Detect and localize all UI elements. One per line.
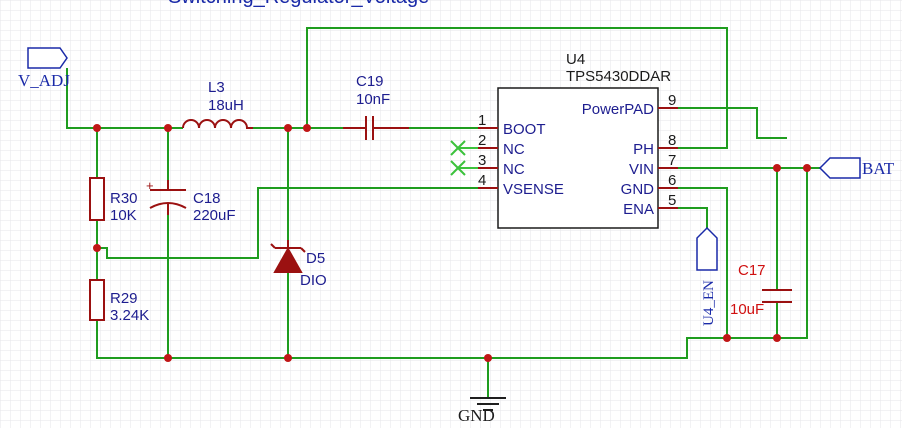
l3-value: 18uH (208, 97, 244, 114)
net-flag-v-adj[interactable]: V_ADJ (18, 47, 70, 90)
junction (723, 334, 731, 342)
net-flag-icon (696, 226, 718, 271)
wire-powerpad (678, 107, 787, 139)
net-label-v-adj: V_ADJ (18, 71, 70, 90)
pin-name: PH (633, 141, 654, 158)
capacitor-c17[interactable]: C17 10uF (730, 262, 792, 318)
pin-name: NC (503, 141, 525, 158)
diode-d5[interactable]: D5 DIO (270, 240, 327, 289)
pin-name: PowerPAD (582, 101, 654, 118)
junction (773, 334, 781, 342)
ic-value: TPS5430DDAR (566, 68, 671, 85)
c19-ref: C19 (356, 73, 384, 90)
net-flag-icon (818, 157, 861, 179)
wire-vsense (97, 187, 478, 259)
wire-boot-ph (306, 27, 728, 149)
pin-number: 8 (668, 132, 676, 149)
ic-body (497, 87, 659, 229)
pin-number: 9 (668, 92, 676, 109)
net-label-bat: BAT (862, 159, 895, 178)
diode-triangle-icon (273, 246, 303, 273)
resistor-body (89, 177, 105, 221)
junction (484, 354, 492, 362)
junction (93, 124, 101, 132)
resistor-body (89, 279, 105, 321)
d5-ref: D5 (306, 250, 325, 267)
pin-name: NC (503, 161, 525, 178)
r29-ref: R29 (110, 290, 138, 307)
pin-name: VSENSE (503, 181, 564, 198)
resistor-r30[interactable]: R30 10K (89, 177, 138, 224)
junction (303, 124, 311, 132)
capacitor-c19[interactable]: C19 10nF (343, 73, 409, 140)
net-flag-u4-en[interactable]: U4_EN (696, 226, 718, 326)
d5-value: DIO (300, 272, 327, 289)
net-flag-bat[interactable]: BAT (818, 157, 895, 179)
capacitor-c18[interactable]: + C18 220uF (146, 178, 236, 224)
pin-number: 2 (478, 132, 486, 149)
pin-number: 5 (668, 192, 676, 209)
junctions (93, 124, 811, 362)
inductor-l3[interactable]: L3 18uH (182, 79, 253, 129)
r29-value: 3.24K (110, 307, 149, 324)
pin-number: 3 (478, 152, 486, 169)
ic-u4[interactable]: U4 TPS5430DDAR 1 2 3 4 BOOT NC NC VSENSE… (450, 51, 678, 229)
junction (164, 354, 172, 362)
r30-ref: R30 (110, 190, 138, 207)
pin-number: 7 (668, 152, 676, 169)
net-flag-icon (27, 47, 68, 69)
r30-value: 10K (110, 207, 137, 224)
pin-number: 4 (478, 172, 486, 189)
polarity-plus-icon: + (146, 178, 154, 193)
ic-ref: U4 (566, 51, 585, 68)
resistor-r29[interactable]: R29 3.24K (89, 279, 149, 324)
wire-ena (678, 207, 708, 228)
pin-name: VIN (629, 161, 654, 178)
c17-ref: C17 (738, 262, 766, 279)
junction (284, 124, 292, 132)
inductor-symbol (182, 119, 253, 129)
junction (284, 354, 292, 362)
l3-ref: L3 (208, 79, 225, 96)
pin-name: GND (621, 181, 655, 198)
pin-number: 1 (478, 112, 486, 129)
pin-name: ENA (623, 201, 654, 218)
right-pin-lines (658, 107, 678, 209)
left-pin-lines (478, 127, 498, 189)
junction (164, 124, 172, 132)
wire-gnd-pin (678, 187, 728, 338)
pin-number: 6 (668, 172, 676, 189)
c18-value: 220uF (193, 207, 236, 224)
net-label-gnd: GND (458, 406, 495, 425)
c18-ref: C18 (193, 190, 221, 207)
c19-value: 10nF (356, 91, 390, 108)
nc-stub-lines (458, 147, 478, 169)
net-label-u4-en: U4_EN (701, 280, 717, 326)
pin-name: BOOT (503, 121, 546, 138)
c17-value: 10uF (730, 301, 764, 318)
wire-vadj-l3 (66, 68, 183, 129)
junction (773, 164, 781, 172)
sheet-title: Switching_Regulator_Voltage (168, 0, 429, 8)
junction (93, 244, 101, 252)
junction (803, 164, 811, 172)
gnd-symbol: GND (458, 397, 506, 425)
